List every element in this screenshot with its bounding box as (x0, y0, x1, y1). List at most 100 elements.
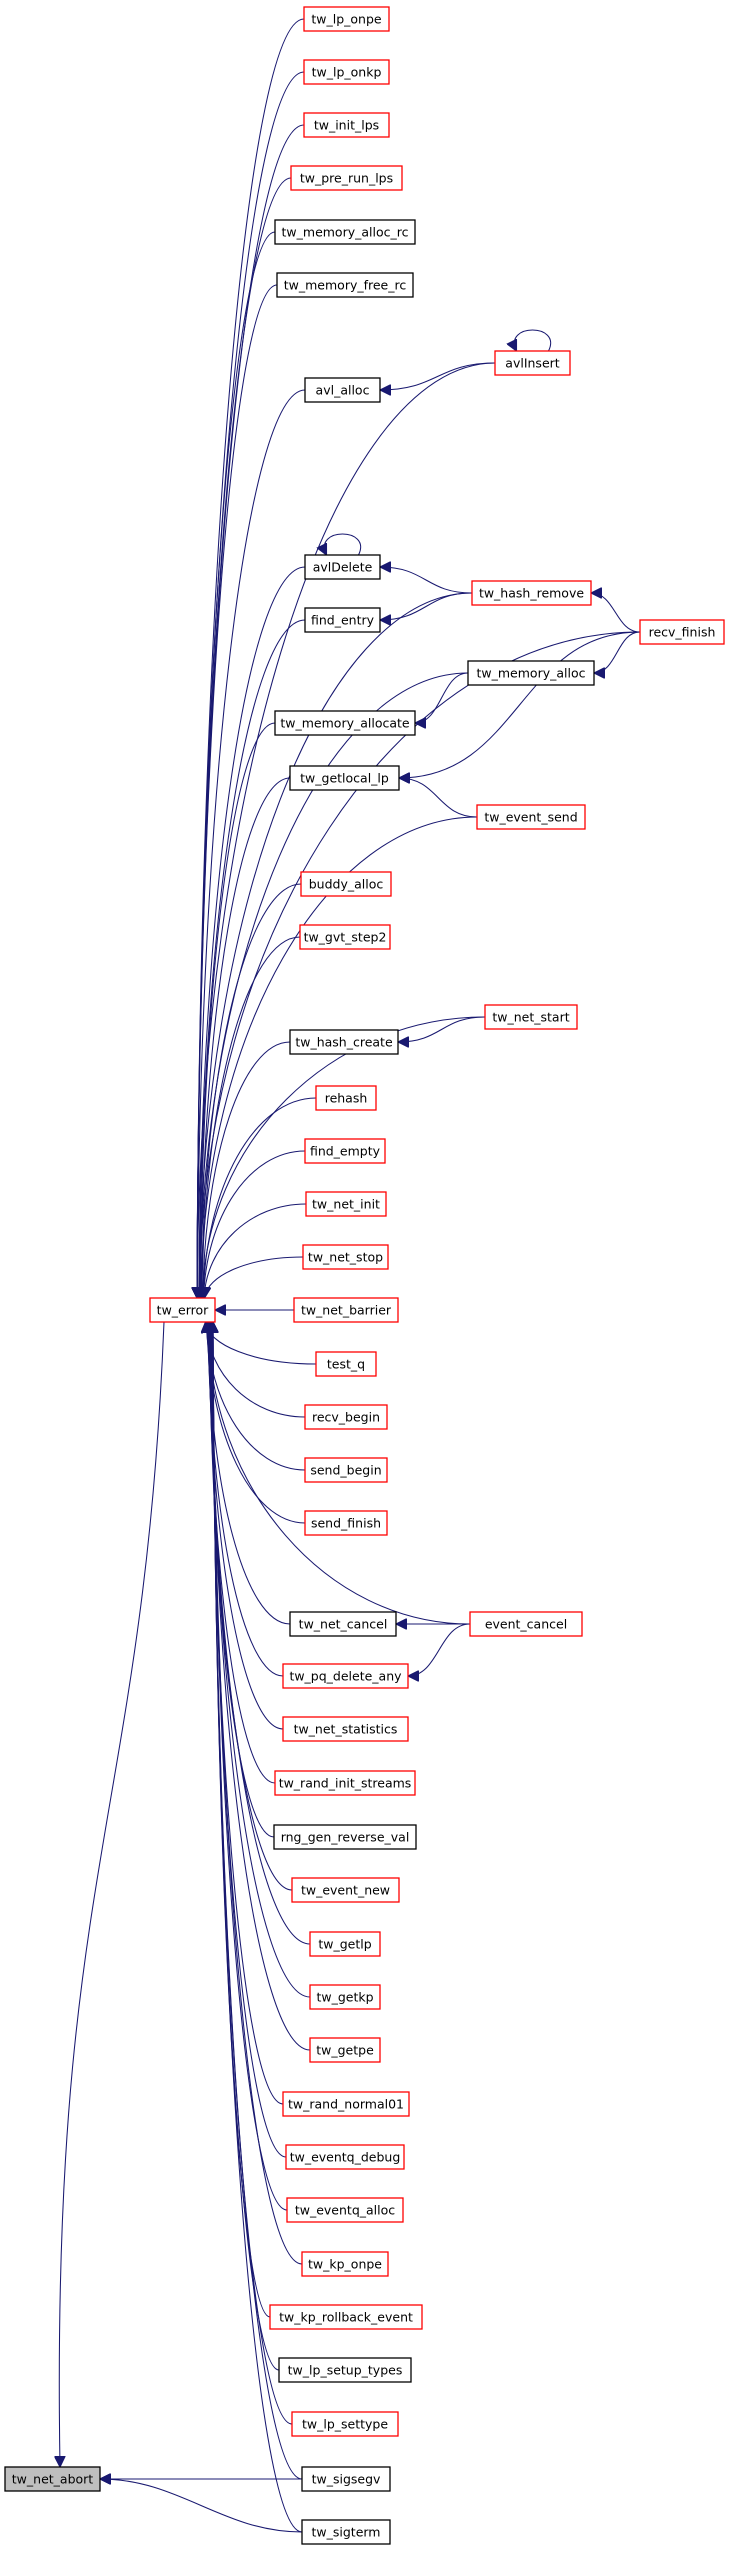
node-test-q[interactable]: test_q (315, 1351, 377, 1377)
node-avlinsert[interactable]: avlInsert (494, 350, 571, 376)
node-label: tw_memory_free_rc (284, 278, 407, 293)
node-tw-event-new[interactable]: tw_event_new (291, 1877, 400, 1903)
node-box (274, 219, 416, 245)
node-tw-net-statistics[interactable]: tw_net_statistics (282, 1716, 409, 1742)
node-label: tw_net_statistics (294, 1722, 398, 1737)
node-tw-event-send[interactable]: tw_event_send (476, 804, 586, 830)
node-label: find_entry (311, 613, 375, 628)
node-tw-getkp[interactable]: tw_getkp (309, 1984, 381, 2010)
node-box (494, 350, 571, 376)
node-tw-kp-onpe[interactable]: tw_kp_onpe (301, 2251, 389, 2277)
node-tw-pre-run-lps[interactable]: tw_pre_run_lps (290, 165, 403, 191)
node-tw-getpe[interactable]: tw_getpe (309, 2037, 381, 2063)
edge-recv-finish-to-tw-memory-alloc (593, 631, 641, 673)
node-event-cancel[interactable]: event_cancel (469, 1611, 583, 1637)
node-label: tw_pq_delete_any (289, 1669, 402, 1684)
node-tw-getlocal-lp[interactable]: tw_getlocal_lp (289, 765, 400, 791)
node-tw-net-start[interactable]: tw_net_start (484, 1004, 578, 1030)
node-tw-sigterm[interactable]: tw_sigterm (301, 2519, 391, 2545)
node-tw-net-init[interactable]: tw_net_init (305, 1191, 387, 1217)
node-label: tw_memory_alloc_rc (282, 225, 409, 240)
node-label: tw_error (157, 1303, 209, 1318)
node-tw-net-abort[interactable]: tw_net_abort (4, 2466, 101, 2492)
node-box (291, 2411, 399, 2437)
edge-tw-pq-delete-any-to-tw-error (208, 1322, 284, 1677)
node-label: tw_event_send (484, 810, 577, 825)
node-tw-memory-allocate[interactable]: tw_memory_allocate (274, 710, 416, 736)
node-box (304, 607, 381, 633)
node-box (304, 1138, 386, 1164)
node-find-entry[interactable]: find_entry (304, 607, 381, 633)
node-label: buddy_alloc (309, 877, 384, 892)
node-send-begin[interactable]: send_begin (304, 1457, 388, 1483)
edge-find-empty-to-tw-error (204, 1150, 306, 1298)
node-tw-memory-alloc[interactable]: tw_memory_alloc (467, 660, 595, 686)
node-label: tw_event_new (301, 1883, 390, 1898)
node-tw-gvt-step2[interactable]: tw_gvt_step2 (299, 924, 391, 950)
node-tw-sigsegv[interactable]: tw_sigsegv (301, 2466, 391, 2492)
node-box (315, 1085, 377, 1111)
node-label: rehash (325, 1091, 368, 1106)
node-tw-lp-settype[interactable]: tw_lp_settype (291, 2411, 399, 2437)
node-label: tw_hash_remove (479, 586, 584, 601)
edge-tw-net-init-to-tw-error (204, 1203, 307, 1298)
node-send-finish[interactable]: send_finish (304, 1510, 388, 1536)
node-label: tw_lp_onpe (311, 12, 382, 27)
edge-tw-hash-remove-to-tw-error (199, 592, 473, 1298)
node-box (315, 1351, 377, 1377)
node-tw-pq-delete-any[interactable]: tw_pq_delete_any (282, 1663, 409, 1689)
node-rng-gen-reverse-val[interactable]: rng_gen_reverse_val (273, 1824, 417, 1850)
node-tw-error[interactable]: tw_error (149, 1297, 216, 1323)
node-recv-finish[interactable]: recv_finish (639, 619, 725, 645)
node-box (293, 1297, 399, 1323)
node-box (309, 1931, 381, 1957)
node-tw-hash-remove[interactable]: tw_hash_remove (471, 580, 592, 606)
edge-tw-hash-create-to-tw-error (203, 1041, 291, 1298)
edge-buddy-alloc-to-tw-error (201, 883, 302, 1298)
node-tw-kp-rollback-event[interactable]: tw_kp_rollback_event (269, 2304, 423, 2330)
node-tw-lp-onkp[interactable]: tw_lp_onkp (303, 59, 390, 85)
node-box (282, 1663, 409, 1689)
node-box (302, 1244, 389, 1270)
node-tw-init-lps[interactable]: tw_init_lps (303, 112, 390, 138)
node-tw-eventq-debug[interactable]: tw_eventq_debug (285, 2144, 405, 2170)
node-tw-net-barrier[interactable]: tw_net_barrier (293, 1297, 399, 1323)
node-tw-getlp[interactable]: tw_getlp (309, 1931, 381, 1957)
edge-tw-net-start-to-tw-error (203, 1016, 486, 1298)
node-box (305, 1191, 387, 1217)
node-box (303, 59, 390, 85)
node-box (301, 2251, 389, 2277)
node-box (282, 2091, 410, 2117)
node-avldelete[interactable]: avlDelete (304, 554, 381, 580)
node-avl-alloc[interactable]: avl_alloc (304, 377, 381, 403)
node-tw-memory-alloc-rc[interactable]: tw_memory_alloc_rc (274, 219, 416, 245)
edge-recv-finish-to-tw-hash-remove (590, 593, 641, 633)
node-tw-eventq-alloc[interactable]: tw_eventq_alloc (286, 2197, 404, 2223)
edge-event-cancel-to-tw-error (208, 1322, 471, 1625)
node-label: find_empty (310, 1144, 381, 1159)
node-tw-rand-normal01[interactable]: tw_rand_normal01 (282, 2091, 410, 2117)
node-tw-net-cancel[interactable]: tw_net_cancel (289, 1611, 397, 1637)
node-label: avl_alloc (316, 383, 370, 398)
node-tw-lp-setup-types[interactable]: tw_lp_setup_types (278, 2357, 412, 2383)
edge-avldelete-to-tw-error (199, 566, 306, 1298)
edge-send-finish-to-tw-error (207, 1322, 306, 1524)
node-label: send_begin (310, 1463, 381, 1478)
node-box (309, 1984, 381, 2010)
node-tw-rand-init-streams[interactable]: tw_rand_init_streams (274, 1770, 416, 1796)
node-rehash[interactable]: rehash (315, 1085, 377, 1111)
node-buddy-alloc[interactable]: buddy_alloc (300, 871, 392, 897)
node-tw-memory-free-rc[interactable]: tw_memory_free_rc (276, 272, 414, 298)
node-tw-lp-onpe[interactable]: tw_lp_onpe (303, 6, 390, 32)
node-label: tw_net_abort (12, 2472, 94, 2487)
node-find-empty[interactable]: find_empty (304, 1138, 386, 1164)
node-label: tw_lp_onkp (312, 65, 382, 80)
node-box (289, 1611, 397, 1637)
node-tw-net-stop[interactable]: tw_net_stop (302, 1244, 389, 1270)
node-tw-hash-create[interactable]: tw_hash_create (289, 1029, 399, 1055)
node-box (484, 1004, 578, 1030)
node-label: tw_getkp (316, 1990, 373, 2005)
node-box (300, 871, 392, 897)
node-recv-begin[interactable]: recv_begin (304, 1404, 388, 1430)
